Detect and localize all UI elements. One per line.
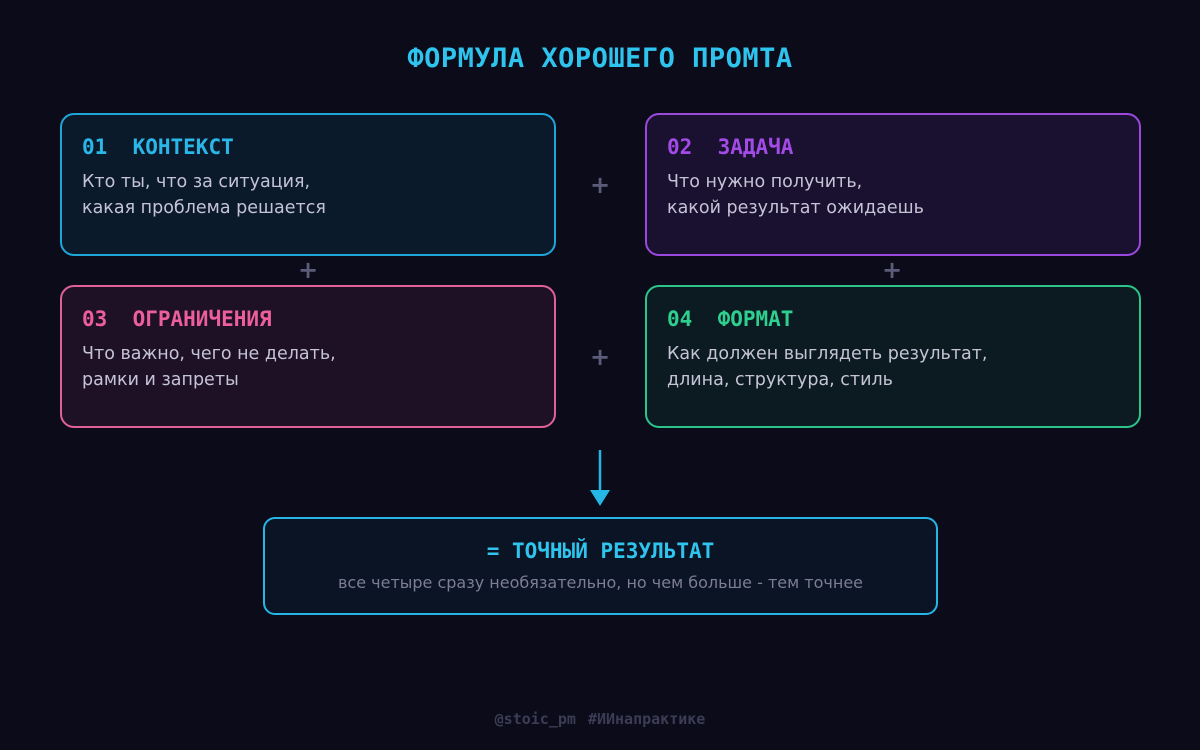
- card-context: 01 КОНТЕКСТ Кто ты, что за ситуация, как…: [60, 113, 556, 256]
- card-line: длина, структура, стиль: [667, 370, 893, 390]
- card-number: 02: [667, 135, 693, 159]
- card-label: ОГРАНИЧЕНИЯ: [132, 307, 272, 331]
- card-label: ФОРМАТ: [717, 307, 794, 331]
- card-number: 03: [82, 307, 108, 331]
- card-label: КОНТЕКСТ: [132, 135, 234, 159]
- card-format: 04 ФОРМАТ Как должен выглядеть результат…: [645, 285, 1141, 428]
- card-number: 01: [82, 135, 108, 159]
- footer: @stoic_pm #ИИнапрактике: [0, 710, 1200, 728]
- card-description: Что важно, чего не делать, рамки и запре…: [82, 341, 554, 393]
- card-line: Что нужно получить,: [667, 172, 863, 192]
- footer-handle: @stoic_pm: [494, 710, 576, 728]
- card-heading: 03 ОГРАНИЧЕНИЯ: [82, 306, 554, 332]
- card-constraints: 03 ОГРАНИЧЕНИЯ Что важно, чего не делать…: [60, 285, 556, 428]
- plus-icon: +: [881, 256, 903, 284]
- arrow-down-icon: [590, 450, 610, 506]
- card-description: Кто ты, что за ситуация, какая проблема …: [82, 169, 554, 221]
- footer-hashtag: #ИИнапрактике: [587, 710, 706, 728]
- result-subtitle: все четыре сразу необязательно, но чем б…: [337, 573, 863, 592]
- result-title: = ТОЧНЫЙ РЕЗУЛЬТАТ: [486, 539, 715, 563]
- card-description: Что нужно получить, какой результат ожид…: [667, 169, 1139, 221]
- card-line: какая проблема решается: [82, 198, 326, 218]
- card-line: Что важно, чего не делать,: [82, 344, 336, 364]
- plus-icon: +: [297, 256, 319, 284]
- card-line: какой результат ожидаешь: [667, 198, 924, 218]
- page-title: ФОРМУЛА ХОРОШЕГО ПРОМТА: [407, 43, 793, 74]
- card-description: Как должен выглядеть результат, длина, с…: [667, 341, 1139, 393]
- card-line: Кто ты, что за ситуация,: [82, 172, 311, 192]
- card-number: 04: [667, 307, 693, 331]
- card-task: 02 ЗАДАЧА Что нужно получить, какой резу…: [645, 113, 1141, 256]
- card-line: рамки и запреты: [82, 370, 239, 390]
- card-label: ЗАДАЧА: [717, 135, 794, 159]
- card-heading: 01 КОНТЕКСТ: [82, 134, 554, 160]
- plus-icon: +: [589, 171, 611, 199]
- card-heading: 02 ЗАДАЧА: [667, 134, 1139, 160]
- result-box: = ТОЧНЫЙ РЕЗУЛЬТАТ все четыре сразу необ…: [263, 517, 938, 615]
- card-heading: 04 ФОРМАТ: [667, 306, 1139, 332]
- card-line: Как должен выглядеть результат,: [667, 344, 988, 364]
- plus-icon: +: [589, 343, 611, 371]
